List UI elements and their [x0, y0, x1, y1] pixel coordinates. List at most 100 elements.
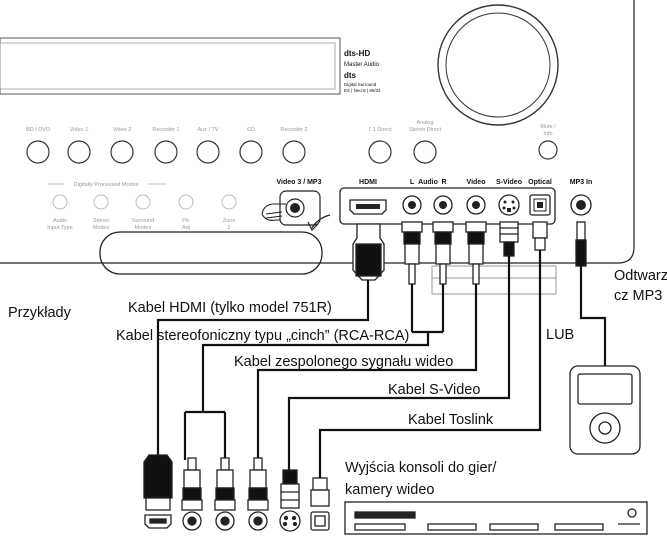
- optical-port: [529, 194, 551, 216]
- console-audio-r-port: [215, 511, 235, 531]
- volume-knob: [437, 4, 559, 126]
- svg-text:Input Type: Input Type: [47, 225, 73, 231]
- audio-l-port: [402, 195, 422, 215]
- audio-r-port: [433, 195, 453, 215]
- stereo-cable-line: [183, 284, 445, 460]
- btn-label-cd: CD: [247, 127, 255, 133]
- video2-button: [110, 140, 134, 164]
- captions: Przykłady Kabel HDMI (tylko model 751R) …: [8, 268, 667, 498]
- console-audio-l-port: [182, 511, 202, 531]
- btn-label-video1: Video 1: [70, 127, 89, 133]
- btn-label-aux-tv: Aux / TV: [198, 127, 219, 133]
- surround-modes-button: [135, 194, 151, 210]
- receiver-base: [431, 265, 557, 295]
- cables: [156, 250, 607, 480]
- or-caption: LUB: [546, 327, 574, 343]
- svg-text:Modes: Modes: [135, 225, 152, 231]
- hdmi-port: [349, 199, 387, 215]
- video3-mp3-button: Video 3 / MP3: [261, 179, 322, 226]
- stereo-cable-caption: Kabel stereofoniczny typu „cinch” (RCA-R…: [116, 328, 409, 344]
- digital-modes-label: Digitally Processed Modes: [74, 182, 139, 188]
- dts-logo-text: dts: [344, 71, 357, 80]
- console-plugs: [143, 454, 330, 511]
- mp3in-port: [570, 194, 592, 216]
- mute-button: [538, 140, 558, 160]
- es-neo-text: ES | Neo:6 | 96/24: [344, 88, 381, 93]
- l-port-label: L: [410, 179, 415, 186]
- aux-tv-button: [196, 140, 220, 164]
- bd-dvd-button: [26, 140, 50, 164]
- svg-text:Surround: Surround: [132, 218, 155, 224]
- receiver-plugs: [352, 221, 587, 285]
- svideo-port: [498, 194, 520, 216]
- svg-text:Modes: Modes: [93, 225, 110, 231]
- toslink-cable-line: [318, 250, 542, 480]
- recorder2-button: [282, 140, 306, 164]
- game-console: [344, 501, 648, 535]
- svg-text:Zone: Zone: [223, 218, 236, 224]
- pic-adj-button: [178, 194, 194, 210]
- hand-icon: [261, 203, 286, 221]
- console-hdmi-port: [144, 514, 172, 529]
- btn-label-recorder1: Recorder 1: [152, 127, 179, 133]
- digital-surround-text: Digital Surround: [344, 82, 377, 87]
- console-optical-port: [310, 511, 330, 531]
- btn-label-info: Info: [543, 131, 552, 137]
- console-video-port: [248, 511, 268, 531]
- video-port-label: Video: [467, 179, 486, 186]
- btn-label-bd-dvd: BD / DVD: [26, 127, 50, 133]
- svg-text:Audio: Audio: [53, 218, 67, 224]
- processing-modes: Digitally Processed Modes Audio Stereo S…: [47, 182, 237, 231]
- hdmi-cable-caption: Kabel HDMI (tylko model 751R): [128, 300, 332, 316]
- receiver-panel: [0, 0, 635, 264]
- svideo-port-label: S-Video: [496, 179, 522, 186]
- video3-mp3-label: Video 3 / MP3: [277, 179, 322, 186]
- btn-label-71-direct: 7.1 Direct: [368, 127, 392, 133]
- console-caption-1: Wyjścia konsoli do gier/: [345, 460, 497, 476]
- svg-text:Stereo: Stereo: [93, 218, 109, 224]
- svideo-cable-line: [287, 256, 511, 470]
- master-audio-text: Master Audio: [344, 62, 380, 68]
- optical-port-label: Optical: [528, 179, 552, 186]
- composite-cable-caption: Kabel zespolonego sygnału wideo: [234, 354, 453, 370]
- svg-text:Adj: Adj: [182, 225, 190, 231]
- recorder1-button: [154, 140, 178, 164]
- console-ports: [144, 510, 330, 532]
- btn-label-analog: Analog: [416, 120, 433, 126]
- audio-input-type-button: [52, 194, 68, 210]
- zone2-button: [221, 194, 237, 210]
- stereo-modes-button: [93, 194, 109, 210]
- hdmi-port-label: HDMI: [359, 179, 377, 186]
- btn-label-video2: Video 2: [113, 127, 132, 133]
- btn-label-stereo-direct: Stereo Direct: [409, 127, 442, 133]
- btn-label-mute: Mute /: [540, 124, 556, 130]
- examples-caption: Przykłady: [8, 305, 72, 321]
- mp3-player-caption-2: cz MP3: [614, 288, 662, 304]
- video1-button: [67, 140, 91, 164]
- 71-direct-button: [368, 140, 392, 164]
- svg-text:Pic: Pic: [182, 218, 190, 224]
- dts-hd-logo: dts-HD: [344, 49, 370, 58]
- r-port-label: R: [441, 179, 446, 186]
- cd-button: [239, 140, 263, 164]
- source-buttons: BD / DVD Video 1 Video 2 Recorder 1 Aux …: [26, 120, 556, 137]
- mp3in-port-label: MP3 In: [570, 179, 593, 186]
- stereo-direct-button: [413, 140, 437, 164]
- hdmi-cable-line: [156, 280, 370, 458]
- composite-cable-line: [256, 284, 478, 460]
- source-button-circles: [26, 140, 558, 164]
- svideo-cable-caption: Kabel S-Video: [388, 382, 480, 398]
- audio-port-label: Audio: [418, 179, 438, 186]
- dts-logo: dts-HD Master Audio dts Digital Surround…: [344, 49, 381, 93]
- btn-label-recorder2: Recorder 2: [280, 127, 307, 133]
- mp3-player-icon: [569, 365, 641, 455]
- mp3-cable-line: [579, 266, 607, 366]
- console-svideo-port: [279, 510, 301, 532]
- toslink-cable-caption: Kabel Toslink: [408, 412, 494, 428]
- mp3-player-caption-1: Odtwarza: [614, 268, 667, 284]
- port-panel: HDMI L Audio R Video S-Video Optical MP3…: [339, 179, 593, 225]
- video-port: [466, 195, 486, 215]
- svg-text:2: 2: [227, 225, 230, 231]
